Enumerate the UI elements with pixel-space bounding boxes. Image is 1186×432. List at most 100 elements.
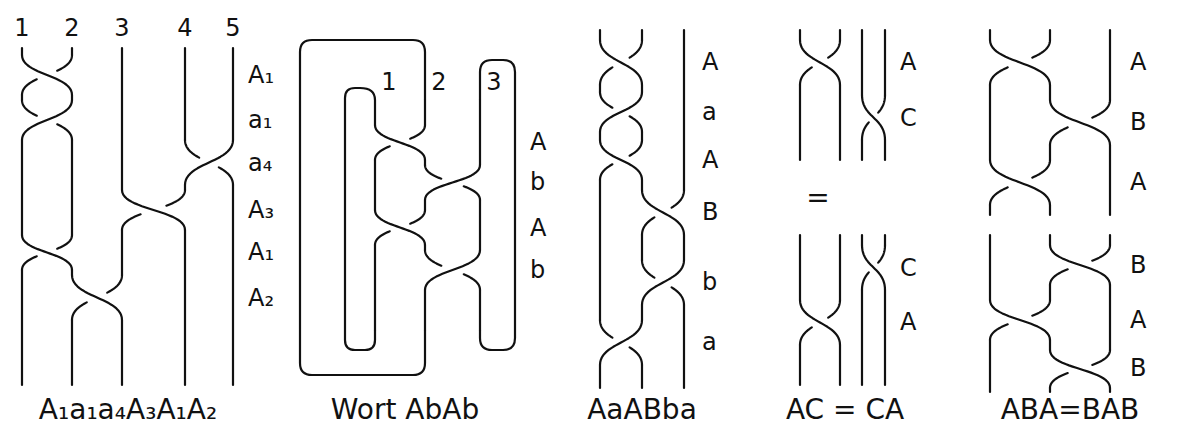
braid-strand: [21, 270, 23, 385]
generator-label: A₃: [248, 198, 274, 222]
generator-label: A: [900, 310, 916, 334]
braid-strand: [884, 235, 886, 245]
braid-strand: [630, 40, 642, 58]
braid-strand: [374, 245, 376, 330]
braid-strand: [641, 180, 643, 190]
braid-strand: [884, 30, 886, 95]
braid-strand: [989, 340, 991, 392]
braid-strand: [72, 275, 122, 320]
braid-strand: [1050, 350, 1110, 388]
braid-strand: [122, 214, 141, 230]
braid-strand: [861, 235, 863, 245]
braid-strand: [1092, 100, 1110, 118]
braid-strand: [1109, 388, 1111, 392]
braid-strand: [425, 250, 441, 266]
braid-strand: [57, 55, 72, 71]
braid-strand: [599, 30, 601, 40]
braid-strand: [989, 205, 991, 215]
braid-strand: [375, 125, 425, 160]
braid-strand: [122, 190, 185, 230]
braid-strand: [184, 48, 186, 140]
braid-strand: [424, 200, 426, 210]
strand-number: 1: [381, 70, 396, 94]
braid-strand: [878, 245, 885, 263]
braid-strand: [600, 320, 612, 338]
braid-strand: [828, 40, 840, 58]
braid-strand: [22, 55, 72, 95]
braid-strand: [600, 67, 612, 85]
braid-strand: [72, 302, 87, 320]
braid-strand: [22, 100, 72, 140]
generator-label: B: [1130, 110, 1146, 134]
braid-word: Wort AbAb: [331, 396, 479, 424]
braid-strand: [410, 210, 425, 224]
generator-label: C: [900, 256, 917, 280]
braid-strand: [600, 92, 612, 108]
braid-strand: [1049, 85, 1051, 100]
braid-strand: [800, 327, 812, 345]
generator-label: b: [530, 170, 545, 194]
braid-strand: [71, 140, 73, 235]
generator-label: a: [702, 100, 717, 124]
braid-strand: [1032, 160, 1050, 178]
braid-word: ABA=BAB: [1001, 396, 1140, 424]
braid-strand: [1050, 100, 1110, 145]
strand-number: 1: [14, 16, 29, 40]
braid-strand: [878, 95, 885, 113]
braid-strand: [862, 272, 869, 290]
equals-sign: =: [806, 184, 829, 212]
braid-strand: [839, 345, 841, 385]
braid-strand: [185, 140, 233, 185]
braid-strand: [166, 190, 185, 206]
braid-strand: [1032, 40, 1050, 58]
braid-strand: [425, 165, 441, 179]
braid-strand: [641, 305, 643, 320]
strand-number: 3: [486, 70, 501, 94]
braid-strand: [121, 230, 123, 275]
strand-number: 2: [431, 70, 446, 94]
braid-strand: [683, 30, 685, 190]
braid-strand: [375, 231, 390, 245]
braid-strand: [990, 160, 1050, 205]
braid-strand: [22, 256, 37, 270]
braid-strand: [464, 186, 480, 200]
braid-strand: [861, 30, 863, 95]
generator-label: a₄: [248, 151, 272, 175]
generator-label: B: [1130, 253, 1146, 277]
braid-strand: [479, 200, 481, 250]
braid-strand: [642, 190, 684, 235]
braid-strand: [990, 67, 1008, 85]
braid-strand: [599, 132, 601, 140]
generator-label: A₁: [248, 63, 274, 87]
braid-strand: [641, 132, 643, 140]
braid-strand: [642, 217, 654, 235]
braid-strand: [410, 125, 425, 139]
braid-strand: [185, 140, 199, 158]
closure-loop: [480, 60, 515, 350]
braid-strand: [1049, 30, 1051, 40]
braid-strand: [1049, 388, 1051, 392]
braid-strand: [1109, 235, 1111, 245]
generator-label: A: [530, 130, 546, 154]
braid-strand: [799, 85, 801, 160]
generator-label: B: [702, 200, 718, 224]
braid-strand: [800, 67, 812, 85]
braid-strand: [672, 190, 684, 208]
braid-strand: [107, 275, 122, 293]
braid-word: A₁a₁a₄A₃A₁A₂: [39, 396, 217, 424]
braid-strand: [1050, 269, 1068, 285]
braid-strand: [884, 140, 886, 160]
generator-label: A: [702, 148, 718, 172]
braid-strand: [630, 140, 642, 156]
generator-label: C: [900, 106, 917, 130]
braid-strand: [375, 210, 425, 245]
generator-label: A: [530, 216, 546, 240]
generator-label: b: [702, 270, 717, 294]
braid-strand: [57, 124, 72, 140]
braid-strand: [599, 180, 601, 320]
braid-strand: [990, 324, 1008, 340]
braid-strand: [464, 274, 480, 290]
closure-loop: [345, 88, 375, 350]
